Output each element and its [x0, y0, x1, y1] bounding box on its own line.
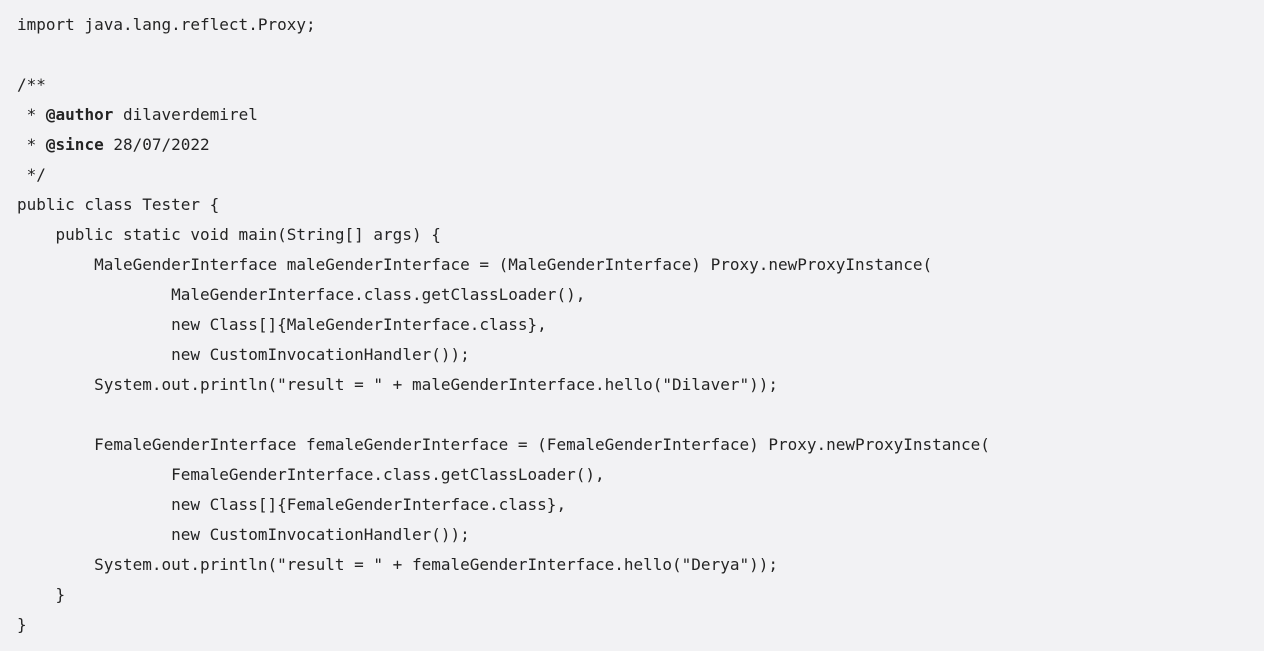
code-line-18: new CustomInvocationHandler()); [17, 525, 470, 544]
comment-prefix: * [17, 135, 46, 154]
code-line-6: */ [17, 165, 46, 184]
javadoc-author-tag: @author [45, 105, 114, 124]
code-line-19: System.out.println("result = " + femaleG… [17, 555, 778, 574]
code-line-5: * @since 28/07/2022 [17, 130, 1264, 160]
code-line-21: } [17, 615, 27, 634]
code-line-4: * @author dilaverdemirel [17, 100, 1264, 130]
code-line-20: } [17, 585, 66, 604]
comment-prefix: * [17, 105, 46, 124]
javadoc-since-value: 28/07/2022 [103, 135, 210, 154]
code-line-14 [17, 400, 1264, 430]
code-line-3: /** [17, 75, 46, 94]
code-line-15: FemaleGenderInterface femaleGenderInterf… [17, 435, 990, 454]
code-line-2 [17, 40, 1264, 70]
code-line-8: public static void main(String[] args) { [17, 225, 441, 244]
code-line-16: FemaleGenderInterface.class.getClassLoad… [17, 465, 605, 484]
code-line-12: new CustomInvocationHandler()); [17, 345, 470, 364]
code-line-9: MaleGenderInterface maleGenderInterface … [17, 255, 933, 274]
code-line-17: new Class[]{FemaleGenderInterface.class}… [17, 495, 567, 514]
code-line-1: import java.lang.reflect.Proxy; [17, 15, 316, 34]
javadoc-since-tag: @since [45, 135, 104, 154]
code-line-13: System.out.println("result = " + maleGen… [17, 375, 778, 394]
code-line-10: MaleGenderInterface.class.getClassLoader… [17, 285, 586, 304]
code-line-11: new Class[]{MaleGenderInterface.class}, [17, 315, 547, 334]
javadoc-author-value: dilaverdemirel [113, 105, 258, 124]
code-line-7: public class Tester { [17, 195, 220, 214]
